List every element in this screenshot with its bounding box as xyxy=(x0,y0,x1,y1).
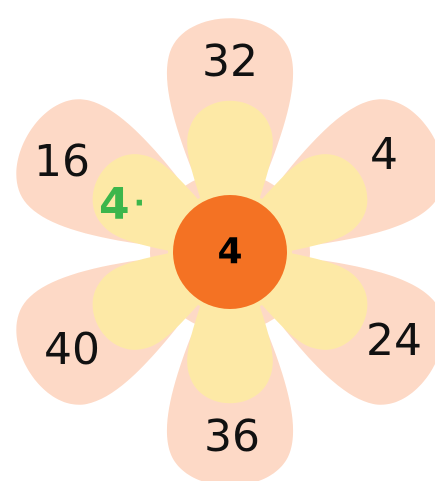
petal-number-lower-right: 24 xyxy=(366,315,422,366)
petal-number-upper-right: 4 xyxy=(370,129,398,180)
multiplier-label: 4· xyxy=(99,183,145,227)
petal-number-bottom: 36 xyxy=(204,411,260,462)
inner-petal-top xyxy=(187,100,273,222)
petal-number-top: 32 xyxy=(202,36,258,87)
multiplication-dot: · xyxy=(133,186,146,221)
petal-number-lower-left: 40 xyxy=(44,324,100,375)
inner-petal-bottom xyxy=(187,282,273,404)
center-number: 4 xyxy=(217,231,243,272)
petal-number-upper-left: 16 xyxy=(34,136,90,187)
multiplier-value: 4 xyxy=(98,179,130,230)
flower-center-disc xyxy=(173,195,287,309)
